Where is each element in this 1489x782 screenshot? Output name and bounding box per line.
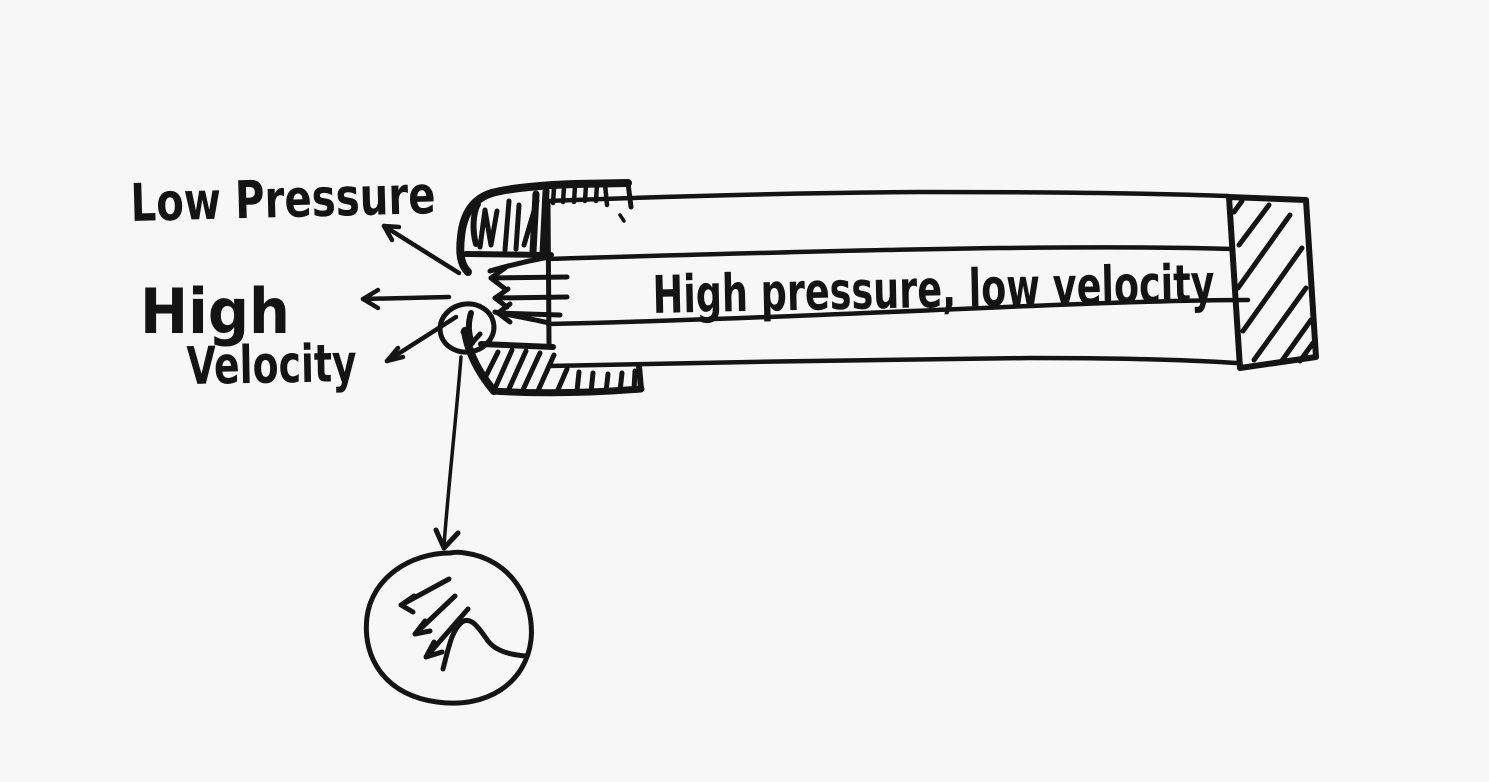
detail-circle <box>363 549 534 706</box>
high-velocity-arrow <box>360 287 452 311</box>
pipe-interior-label: High pressure, low velocity <box>652 254 1215 326</box>
velocity-arrow <box>384 314 459 364</box>
flow-wave-curve <box>440 618 530 672</box>
low-pressure-label: Low Pressure <box>130 166 436 234</box>
low-pressure-arrow <box>381 223 462 276</box>
nozzle-cap-bottom <box>461 327 645 397</box>
throat-highlight-circle <box>437 301 497 355</box>
nozzle-cap-top <box>456 179 634 276</box>
high-label: High <box>140 275 290 348</box>
detail-leader-arrow <box>433 355 463 551</box>
pipe-end-cap <box>1226 194 1319 371</box>
pipe-body <box>544 189 1251 369</box>
nozzle-flow-arrows <box>488 265 570 325</box>
velocity-label: Velocity <box>186 334 357 397</box>
